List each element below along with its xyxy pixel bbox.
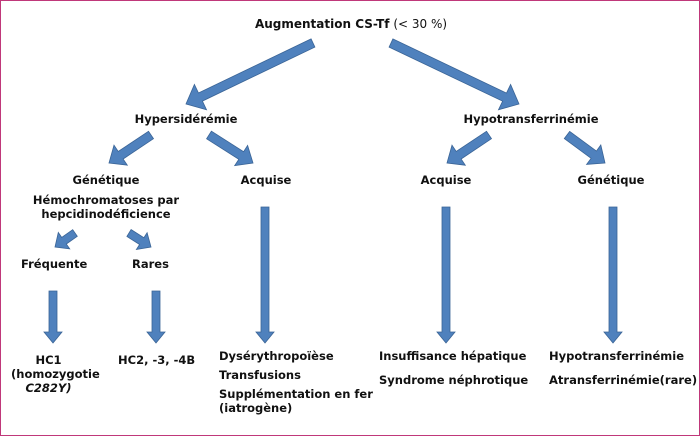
root-node-condition: (< 30 %) [389, 17, 448, 31]
rares-node: Rares [132, 257, 169, 271]
hc1-line-2: (homozygotie [11, 367, 100, 381]
arrow-root-to-hypotransferrinemie [388, 38, 520, 111]
hc1-line-3: C282Y) [25, 381, 72, 395]
arrow-acquise-left-to-results [255, 206, 275, 344]
root-node: Augmentation CS-Tf (< 30 %) [251, 17, 451, 31]
acquise-right-node: Acquise [420, 173, 472, 187]
hemochromatoses-node: Hémochromatoses par hepcidinodéficience [21, 193, 191, 221]
arrow-hypersideremie-to-genetique [108, 130, 155, 166]
hc1-node: HC1 (homozygotie C282Y) [11, 353, 100, 395]
result-dyserythropoiese: Dysérythropoïèse [219, 349, 334, 363]
arrow-acquise-right-to-results [436, 206, 456, 344]
hc1-line-1: HC1 [35, 353, 62, 367]
root-node-bold: Augmentation CS-Tf [254, 17, 390, 31]
arrow-hypotransferrinemie-to-acquise [446, 130, 493, 166]
genetique-left-node: Génétique [72, 173, 140, 187]
arrow-frequente-to-hc1 [43, 290, 63, 344]
hemochromatoses-line-1: Hémochromatoses par [32, 193, 180, 207]
result-syndrome-nephrotique: Syndrome néphrotique [379, 373, 529, 387]
result-iatrogene: (iatrogène) [219, 401, 293, 415]
genetique-right-results: Hypotransferrinémie Atransferrinémie(rar… [549, 349, 697, 387]
genetique-right-node: Génétique [577, 173, 645, 187]
result-insuffisance-hepatique: Insuffisance hépatique [379, 349, 527, 363]
result-supplementation-fer: Supplémentation en fer [219, 387, 373, 401]
acquise-right-results: Insuffisance hépatique Syndrome néphroti… [379, 349, 528, 387]
result-atransferrinemie: Atransferrinémie(rare) [549, 373, 698, 387]
hypotransferrinemie-node: Hypotransferrinémie [463, 112, 599, 126]
hc2-node: HC2, -3, -4B [118, 353, 196, 367]
frequente-node: Fréquente [21, 257, 88, 271]
arrow-hemochromatoses-to-frequente [54, 229, 78, 250]
arrow-genetique-right-to-results [603, 206, 623, 344]
arrow-rares-to-hc2 [146, 290, 166, 344]
arrow-hypersideremie-to-acquise [206, 130, 254, 167]
arrow-hypotransferrinemie-to-genetique [563, 130, 606, 165]
hemochromatoses-line-2: hepcidinodéficience [41, 207, 171, 221]
arrow-root-to-hypersideremie [185, 38, 316, 111]
acquise-left-node: Acquise [240, 173, 292, 187]
result-transfusions: Transfusions [219, 368, 301, 382]
acquise-left-results: Dysérythropoïèse Transfusions Supplément… [219, 349, 373, 415]
hypersideremie-node: Hypersidérémie [134, 112, 238, 126]
result-hypotransferrinemie: Hypotransferrinémie [549, 349, 685, 363]
arrow-hemochromatoses-to-rares [126, 229, 152, 251]
